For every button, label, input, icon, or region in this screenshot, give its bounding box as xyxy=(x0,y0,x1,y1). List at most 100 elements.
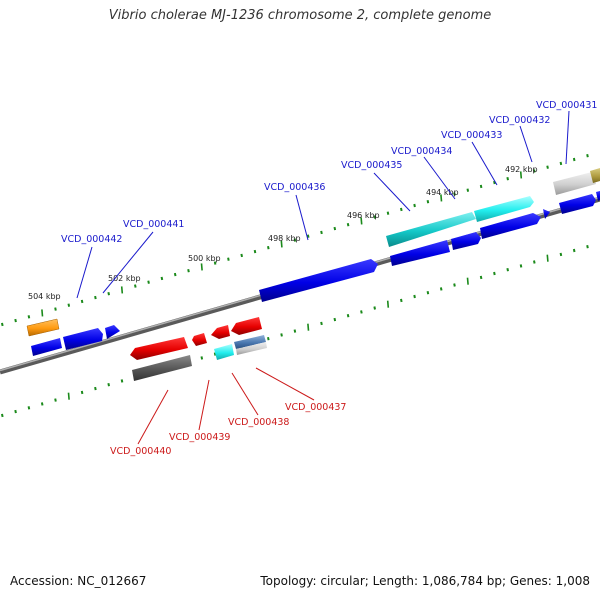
gene-feature[interactable] xyxy=(543,209,550,219)
gene-feature[interactable] xyxy=(211,325,230,339)
minor-tick xyxy=(306,234,310,238)
minor-tick xyxy=(253,249,257,254)
major-tick xyxy=(280,240,283,248)
map-title: Vibrio cholerae MJ-1236 chromosome 2, co… xyxy=(108,8,492,23)
minor-tick xyxy=(466,188,470,192)
minor-tick xyxy=(320,230,323,235)
kbp-label: 504 kbp xyxy=(28,292,61,301)
minor-tick xyxy=(413,203,416,208)
reverse-callouts xyxy=(137,367,315,445)
minor-tick xyxy=(559,252,563,257)
gene-feature[interactable] xyxy=(390,240,450,266)
gene-feature[interactable] xyxy=(231,317,262,335)
gene-feature[interactable] xyxy=(26,318,60,337)
minor-tick xyxy=(227,257,230,261)
minor-tick xyxy=(346,314,350,318)
accession-text: Accession: NC_012667 xyxy=(10,574,147,588)
major-tick xyxy=(546,254,549,262)
major-tick xyxy=(120,286,124,294)
major-tick xyxy=(386,300,390,308)
gene-label[interactable]: VCD_000442 xyxy=(61,234,122,245)
gene-label[interactable]: VCD_000431 xyxy=(536,100,597,111)
gene-label[interactable]: VCD_000438 xyxy=(228,417,289,428)
major-tick xyxy=(440,194,443,202)
minor-tick xyxy=(373,215,376,219)
major-tick xyxy=(307,323,310,331)
gene-feature[interactable] xyxy=(130,337,188,360)
minor-tick xyxy=(40,402,44,406)
major-tick xyxy=(200,263,203,271)
minor-tick xyxy=(506,177,509,181)
outer-tick-row xyxy=(1,154,589,327)
minor-tick xyxy=(519,264,523,268)
minor-tick xyxy=(134,284,137,288)
minor-tick xyxy=(586,245,589,249)
gene-feature[interactable] xyxy=(596,191,600,201)
forward-callouts xyxy=(76,110,570,299)
minor-tick xyxy=(280,333,283,337)
reverse-strand-features xyxy=(130,317,267,381)
gene-feature[interactable] xyxy=(31,338,62,356)
topology-text: Topology: circular; Length: 1,086,784 bp… xyxy=(260,574,590,588)
minor-tick xyxy=(426,291,430,295)
gene-feature[interactable] xyxy=(105,325,120,339)
gene-feature[interactable] xyxy=(236,342,267,355)
gene-label[interactable]: VCD_000437 xyxy=(285,402,346,413)
minor-tick xyxy=(54,398,57,402)
minor-tick xyxy=(546,165,549,169)
minor-tick xyxy=(439,287,443,291)
minor-tick xyxy=(346,223,350,227)
forward-strand-features xyxy=(26,168,600,356)
gene-label[interactable]: VCD_000432 xyxy=(489,115,550,126)
gene-label[interactable]: VCD_000441 xyxy=(123,219,184,230)
minor-tick xyxy=(1,413,4,418)
major-tick xyxy=(360,217,363,225)
gene-label[interactable]: VCD_000434 xyxy=(391,146,452,157)
minor-tick xyxy=(80,299,84,304)
minor-tick xyxy=(586,154,589,158)
minor-tick xyxy=(493,271,496,276)
gene-feature[interactable] xyxy=(192,333,207,346)
gene-feature[interactable] xyxy=(214,344,234,360)
minor-tick xyxy=(267,246,270,250)
gene-feature[interactable] xyxy=(480,213,541,239)
kbp-label: 500 kbp xyxy=(188,254,221,263)
gene-label[interactable]: VCD_000439 xyxy=(169,432,230,443)
minor-tick xyxy=(187,269,190,273)
minor-tick xyxy=(493,180,496,185)
gene-feature[interactable] xyxy=(451,232,481,250)
gene-label[interactable]: VCD_000436 xyxy=(264,182,325,193)
gene-feature[interactable] xyxy=(259,259,378,302)
minor-tick xyxy=(453,283,456,287)
minor-tick xyxy=(147,280,150,284)
gene-feature[interactable] xyxy=(63,328,103,350)
major-tick xyxy=(41,309,44,317)
major-tick xyxy=(67,392,70,400)
kbp-label: 498 kbp xyxy=(268,234,301,243)
kbp-label: 494 kbp xyxy=(426,188,459,197)
minor-tick xyxy=(67,303,71,307)
minor-tick xyxy=(559,161,563,166)
gene-label[interactable]: VCD_000433 xyxy=(441,130,502,141)
minor-tick xyxy=(572,248,576,253)
minor-tick xyxy=(107,383,110,387)
minor-tick xyxy=(479,275,483,280)
minor-tick xyxy=(413,294,416,299)
minor-tick xyxy=(572,157,576,162)
kbp-label: 492 kbp xyxy=(505,165,538,174)
minor-tick xyxy=(14,318,17,323)
minor-tick xyxy=(200,356,204,360)
gene-feature[interactable] xyxy=(234,335,266,349)
minor-tick xyxy=(386,211,390,215)
minor-tick xyxy=(400,298,403,303)
gene-feature[interactable] xyxy=(132,355,192,381)
gene-label[interactable]: VCD_000435 xyxy=(341,160,402,171)
gene-feature[interactable] xyxy=(386,212,476,247)
gene-feature[interactable] xyxy=(474,196,534,222)
gene-feature[interactable] xyxy=(553,172,596,195)
gene-feature[interactable] xyxy=(559,194,596,214)
gene-feature[interactable] xyxy=(590,168,600,183)
major-tick xyxy=(519,171,523,179)
minor-tick xyxy=(27,406,31,410)
gene-label[interactable]: VCD_000440 xyxy=(110,446,171,457)
